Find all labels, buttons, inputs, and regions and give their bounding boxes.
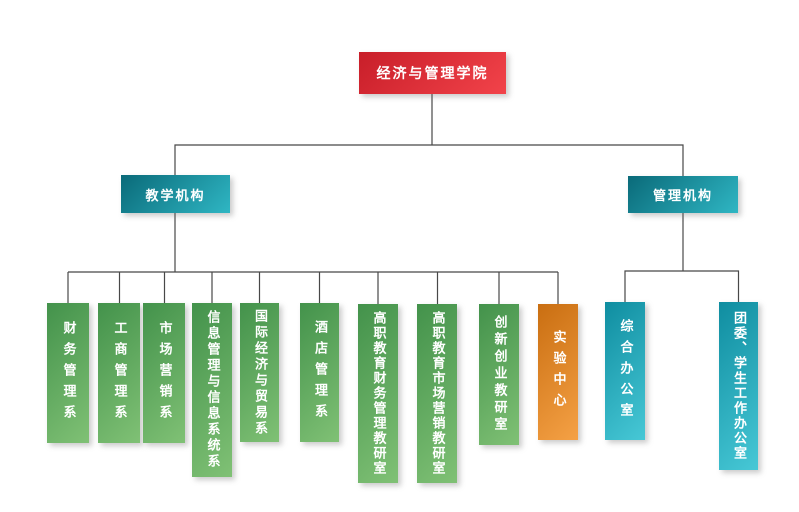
node-lab-center: 实验中心 xyxy=(538,304,578,440)
dept-business-admin: 工商管理系 xyxy=(98,303,140,443)
branch-management: 管理机构 xyxy=(628,176,738,213)
dept-info-systems: 信息管理与信息系统系 xyxy=(192,303,232,477)
branch-teaching: 教学机构 xyxy=(121,175,230,213)
office-youth-league-student-work: 团委、学生工作办公室 xyxy=(719,302,758,470)
dept-hotel-mgmt: 酒店管理系 xyxy=(300,303,339,442)
office-vocational-finance: 高职教育财务管理教研室 xyxy=(358,304,398,483)
office-innovation: 创新创业教研室 xyxy=(479,304,519,445)
root-node-college: 经济与管理学院 xyxy=(359,52,506,94)
office-general: 综合办公室 xyxy=(605,302,645,440)
dept-marketing: 市场营销系 xyxy=(143,303,185,443)
dept-finance: 财务管理系 xyxy=(47,303,89,443)
dept-intl-trade: 国际经济与贸易系 xyxy=(240,303,279,442)
office-vocational-marketing: 高职教育市场营销教研室 xyxy=(417,304,457,483)
